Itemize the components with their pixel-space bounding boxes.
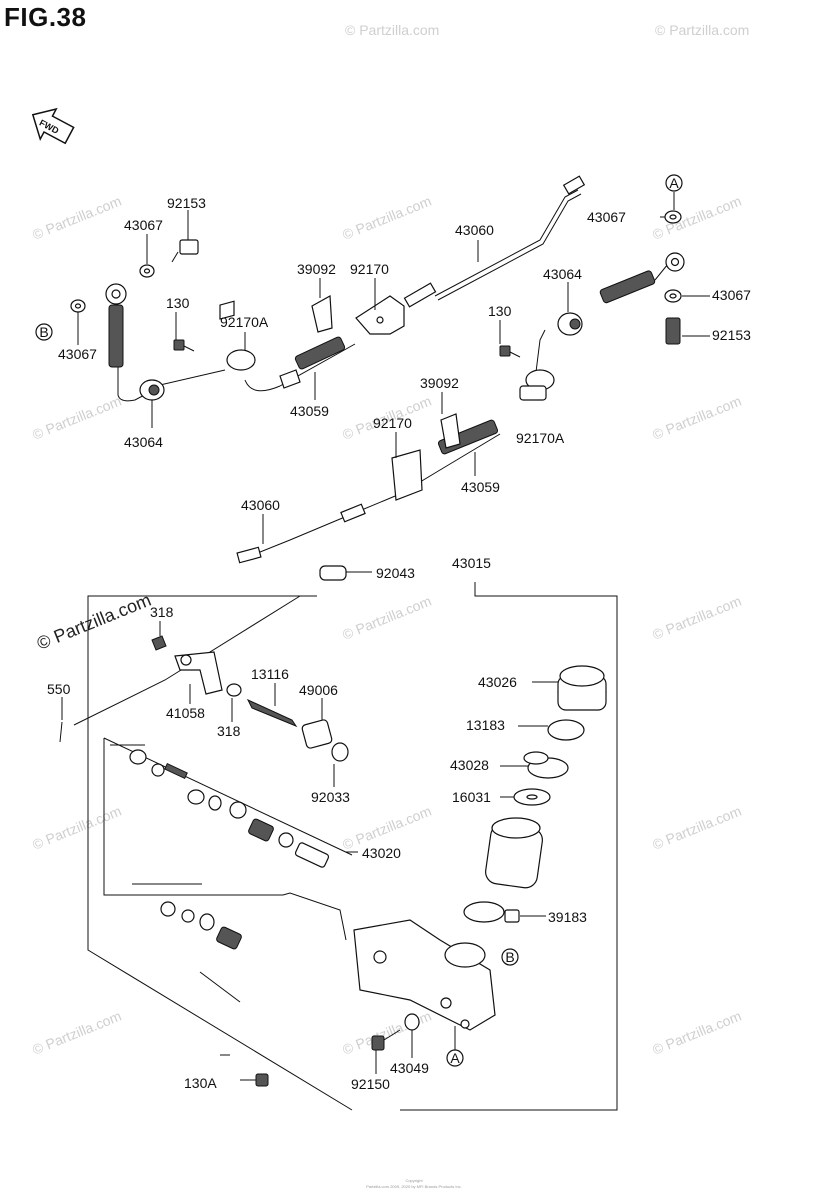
part-label: 92153 [167, 195, 206, 211]
watermark: © Partzilla.com [650, 593, 743, 643]
watermark: © Partzilla.com [650, 393, 743, 443]
fwd-arrow-icon: FWD [31, 107, 75, 145]
watermarks: © Partzilla.com © Partzilla.com © Partzi… [30, 22, 749, 1058]
part-labels: 92153 43067 43067 130 43064 92170A 39092… [47, 195, 751, 1092]
figure-title: FIG.38 [4, 2, 87, 32]
watermark: © Partzilla.com [340, 593, 433, 643]
part-label: 130A [184, 1075, 217, 1091]
lower-cable-assembly [236, 413, 501, 564]
part-label: 92043 [376, 565, 415, 581]
callout-a-lower: A [450, 1050, 460, 1066]
part-label: 43067 [587, 209, 626, 225]
part-label: 39092 [297, 261, 336, 277]
watermark: © Partzilla.com [30, 393, 123, 443]
callout-circle-a [665, 174, 683, 192]
part-label: 92170 [373, 415, 412, 431]
part-label: 43059 [461, 479, 500, 495]
watermark: © Partzilla.com [650, 193, 743, 243]
leader-lines [61, 192, 710, 1074]
part-label: 43026 [478, 674, 517, 690]
part-label: 39092 [420, 375, 459, 391]
part-label: 550 [47, 681, 71, 697]
callout-a: A [669, 175, 679, 191]
watermark-main: © Partzilla.com [34, 590, 154, 654]
part-label: 92170A [516, 430, 565, 446]
part-label: 92170 [350, 261, 389, 277]
part-label: 43060 [241, 497, 280, 513]
part-label: 43064 [543, 266, 582, 282]
part-label: 92150 [351, 1076, 390, 1092]
part-label: 92170A [220, 314, 269, 330]
watermark: © Partzilla.com [340, 1008, 433, 1058]
part-label: 43067 [712, 287, 751, 303]
part-label: 43015 [452, 555, 491, 571]
part-label: 43049 [390, 1060, 429, 1076]
callout-circle-b [35, 323, 53, 341]
part-label: 92033 [311, 789, 350, 805]
part-label: 318 [150, 604, 174, 620]
part-label: 318 [217, 723, 241, 739]
part-label: 43067 [58, 346, 97, 362]
part-label: 43059 [290, 403, 329, 419]
part-label: 43060 [455, 222, 494, 238]
watermark: © Partzilla.com [655, 22, 749, 38]
watermark: © Partzilla.com [650, 1008, 743, 1058]
watermark: © Partzilla.com [30, 1008, 123, 1058]
callout-b-lower: B [505, 949, 514, 965]
part-label: 13116 [251, 666, 289, 682]
master-cylinder-group: B A [59, 565, 618, 1111]
part-label: 43064 [124, 434, 163, 450]
watermark: © Partzilla.com [30, 803, 123, 853]
left-hose-assembly [70, 239, 281, 402]
watermark: © Partzilla.com [340, 193, 433, 243]
footer-text: Partzilla.com 2009, 2020 by MFI Brands P… [366, 1184, 462, 1189]
watermark: © Partzilla.com [345, 22, 439, 38]
part-label: 43020 [362, 845, 401, 861]
watermark: © Partzilla.com [650, 803, 743, 853]
part-label: 130 [166, 295, 190, 311]
footer-copyright: Copyright [405, 1178, 423, 1183]
part-label: 43028 [450, 757, 489, 773]
part-label: 49006 [299, 682, 338, 698]
part-label: 43067 [124, 217, 163, 233]
part-label: 13183 [466, 717, 505, 733]
upper-cable-assembly: A [279, 174, 685, 401]
watermark: © Partzilla.com [30, 193, 123, 243]
part-label: 92153 [712, 327, 751, 343]
part-label: 16031 [452, 789, 491, 805]
part-label: 39183 [548, 909, 587, 925]
part-label: 130 [488, 303, 512, 319]
part-label: 41058 [166, 705, 205, 721]
callout-b: B [39, 324, 48, 340]
